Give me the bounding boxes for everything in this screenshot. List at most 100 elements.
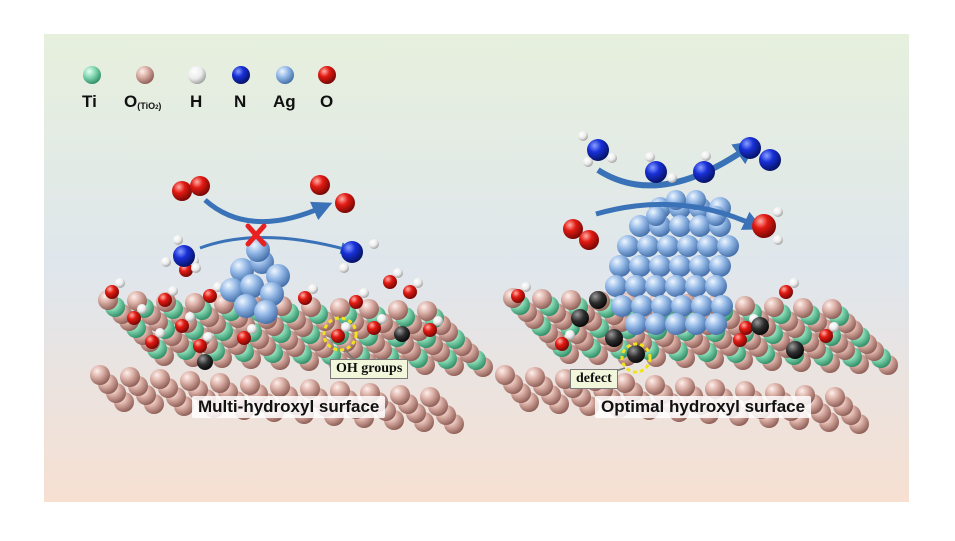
h2o-o-atom [752, 214, 776, 238]
o-tio2-atom [561, 290, 581, 310]
o-atom [335, 193, 355, 213]
o-tio2-atom [532, 289, 552, 309]
legend-label-o: O [320, 92, 334, 111]
defect-site [627, 345, 645, 363]
hydroxyl-o-atom [349, 295, 363, 309]
legend-h-atom [188, 66, 206, 84]
ag-atom [717, 235, 739, 257]
right-surface-label: Optimal hydroxyl surface [595, 396, 812, 418]
ag-atom [689, 255, 711, 277]
o-tio2-atom [90, 365, 110, 385]
h2o-h-atom [773, 235, 783, 245]
legend-otio2-atom [136, 66, 154, 84]
ag-atom [669, 215, 691, 237]
ag-atom [617, 235, 639, 257]
nh3-h-atom [339, 263, 349, 273]
hydroxyl-o-atom [331, 329, 345, 343]
hydroxyl-h-atom [247, 324, 257, 334]
ag-atom [234, 294, 258, 318]
ag-atom [697, 235, 719, 257]
hydroxyl-h-atom [829, 322, 839, 332]
hydroxyl-h-atom [359, 288, 369, 298]
nh-h-atom [667, 173, 677, 183]
legend-label-o-tio2: O(TiO2) [124, 92, 162, 111]
ag-atom [709, 255, 731, 277]
legend-ag-atom [276, 66, 294, 84]
oh-groups-callout: OH groups [330, 359, 409, 379]
reaction-arrows [199, 140, 764, 254]
o-tio2-atom [388, 300, 408, 320]
ag-atom [685, 275, 707, 297]
hydroxyl-h-atom [115, 278, 125, 288]
ag-atom [685, 313, 707, 335]
nh3-n-atom [173, 245, 195, 267]
left-surface-label: Multi-hydroxyl surface [192, 396, 386, 418]
ag-atom [240, 274, 264, 298]
o-tio2-atom [735, 296, 755, 316]
o-tio2-atom [793, 298, 813, 318]
legend-label-n: N [234, 92, 247, 111]
o-tio2-atom [210, 373, 230, 393]
o-tio2-atom [330, 298, 350, 318]
nh3-h-atom [173, 235, 183, 245]
legend-n-atom [232, 66, 250, 84]
o-tio2-atom [705, 379, 725, 399]
o-tio2-atom [359, 299, 379, 319]
hydroxyl-h-atom [185, 312, 195, 322]
hydroxyl-o-atom [237, 331, 251, 345]
ag-atom [677, 235, 699, 257]
hydroxyl-o-atom [193, 339, 207, 353]
defect-callout: defect [570, 369, 618, 389]
o-atom [310, 175, 330, 195]
defect-site [751, 317, 769, 335]
o2-o-atom [190, 176, 210, 196]
defect-site [394, 326, 410, 342]
hydroxyl-o-atom [105, 285, 119, 299]
defect-site [605, 329, 623, 347]
blocked-cross-icon [245, 223, 267, 247]
o2-o-atom [579, 230, 599, 250]
o-tio2-atom [495, 365, 515, 385]
hydroxyl-o-atom [367, 321, 381, 335]
nh3-h-atom [191, 263, 201, 273]
hydroxyl-o-atom [203, 289, 217, 303]
hydroxyl-o-atom [779, 285, 793, 299]
ag-atom [657, 235, 679, 257]
nh-n-atom [693, 161, 715, 183]
o-tio2-atom [764, 297, 784, 317]
ag-atom [649, 255, 671, 277]
legend-label-ti: Ti [82, 92, 97, 111]
ag-atom [671, 295, 693, 317]
nh3-n-atom [587, 139, 609, 161]
highlight-marks [322, 316, 652, 374]
nh3-h-atom [161, 257, 171, 267]
n2-n-atom [739, 137, 761, 159]
h2o-h-atom [773, 207, 783, 217]
hydroxyl-o-atom [127, 311, 141, 325]
nh-h-atom [645, 152, 655, 162]
hydroxyl-h-atom [521, 282, 531, 292]
ag-atom [645, 275, 667, 297]
ag-atom [220, 278, 244, 302]
ag-atom [651, 295, 673, 317]
hydroxyl-h-atom [789, 278, 799, 288]
o-tio2-atom [185, 293, 205, 313]
ag-atom [611, 295, 633, 317]
ag-atom [609, 255, 631, 277]
hydroxyl-o-atom [819, 329, 833, 343]
nh3-h-atom [583, 157, 593, 167]
hydroxyl-o-atom [511, 289, 525, 303]
legend-ti-atom [83, 66, 101, 84]
arrow-o2-left [203, 198, 333, 224]
hydroxyl-h-atom [341, 322, 351, 332]
oh-leader-line [344, 349, 356, 361]
hydroxyl-h-atom [565, 330, 575, 340]
hydroxyl-o-atom [158, 293, 172, 307]
hydroxyl-h-atom [393, 268, 403, 278]
defect-site [197, 354, 213, 370]
hydroxyl-o-atom [403, 285, 417, 299]
defect-site [571, 309, 589, 327]
hydroxyl-h-atom [413, 278, 423, 288]
